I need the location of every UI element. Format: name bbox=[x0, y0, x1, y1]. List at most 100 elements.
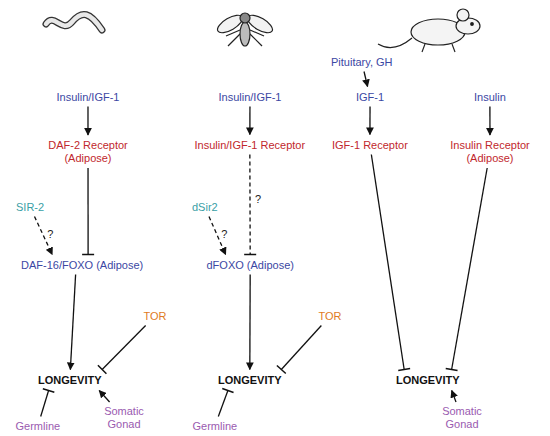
mouse-leg bbox=[422, 44, 425, 52]
pathway-node: TOR bbox=[319, 310, 342, 323]
activation-connector bbox=[99, 391, 109, 403]
connector-line bbox=[99, 391, 109, 403]
node-text: Insulin bbox=[474, 91, 506, 104]
pathway-node: Germline bbox=[193, 420, 238, 433]
connector-line bbox=[102, 326, 145, 370]
pathway-node: Pituitary, GH bbox=[331, 56, 393, 69]
connector-line bbox=[369, 107, 370, 135]
mouse-eye bbox=[471, 23, 474, 26]
outcome-node: LONGEVITY bbox=[218, 374, 282, 387]
connector-line bbox=[70, 275, 75, 370]
inhibition-bar bbox=[398, 369, 410, 371]
mouse-illustration bbox=[378, 9, 480, 52]
connector-line bbox=[87, 107, 88, 136]
pathway-node: TOR bbox=[144, 310, 167, 323]
pathway-node: Insulin/IGF-1 bbox=[57, 91, 120, 104]
inhibition-connector bbox=[446, 168, 487, 371]
node-text: Insulin Receptor (Adipose) bbox=[444, 139, 536, 165]
pathway-node: SIR-2 bbox=[16, 201, 44, 214]
mouse-tail bbox=[378, 38, 412, 47]
inhibition-bar bbox=[446, 368, 458, 370]
node-text: Pituitary, GH bbox=[331, 56, 393, 69]
inhibition-connector bbox=[82, 168, 94, 255]
node-text: TOR bbox=[319, 310, 342, 323]
edge-label: ? bbox=[221, 228, 227, 241]
mouse-leg bbox=[452, 44, 455, 52]
pathway-node: DAF-2 Receptor (Adipose) bbox=[42, 139, 134, 165]
node-text: Somatic Gonad bbox=[99, 405, 149, 431]
activation-connector bbox=[364, 72, 368, 87]
node-text: LONGEVITY bbox=[218, 374, 282, 387]
pathway-node: IGF-1 Receptor bbox=[332, 139, 408, 152]
node-text: Insulin/IGF-1 bbox=[57, 91, 120, 104]
node-text: IGF-1 bbox=[356, 91, 384, 104]
connector-line bbox=[371, 155, 404, 370]
outcome-node: LONGEVITY bbox=[396, 374, 460, 387]
inhibition-bar bbox=[43, 389, 54, 392]
inhibition-connector bbox=[277, 326, 321, 374]
connector-line bbox=[489, 107, 490, 136]
activation-connector bbox=[452, 391, 456, 403]
fly-leg bbox=[228, 34, 240, 46]
pathway-node: Somatic Gonad bbox=[99, 405, 149, 431]
fly-leg bbox=[250, 34, 262, 46]
connector-line bbox=[452, 168, 488, 370]
activation-connector bbox=[369, 107, 370, 135]
node-text: Somatic Gonad bbox=[437, 405, 487, 431]
connector-line bbox=[249, 275, 251, 370]
fly-body bbox=[240, 22, 250, 46]
inhibition-bar bbox=[244, 254, 256, 256]
pathway-node: dFOXO (Adipose) bbox=[207, 259, 294, 272]
activation-connector bbox=[249, 107, 250, 135]
inhibition-connector bbox=[244, 155, 256, 255]
pathway-node: dSir2 bbox=[192, 201, 218, 214]
node-text: Germline bbox=[16, 420, 61, 433]
edge-label: ? bbox=[47, 228, 53, 241]
pathway-node: Germline bbox=[16, 420, 61, 433]
inhibition-bar bbox=[222, 388, 233, 392]
node-text: Germline bbox=[193, 420, 238, 433]
inhibition-bar bbox=[98, 365, 107, 373]
node-text: LONGEVITY bbox=[38, 374, 102, 387]
worm-body bbox=[46, 14, 102, 30]
inhibition-bar bbox=[277, 365, 286, 373]
activation-connector bbox=[489, 107, 490, 136]
pathway-node: Somatic Gonad bbox=[437, 405, 487, 431]
worm-outline bbox=[46, 14, 102, 30]
inhibition-connector bbox=[371, 155, 410, 371]
worm-illustration bbox=[46, 14, 102, 30]
pathway-node: Insulin bbox=[474, 91, 506, 104]
connector-line bbox=[364, 72, 368, 87]
connector-line bbox=[218, 391, 228, 417]
node-text: Insulin/IGF-1 bbox=[219, 91, 282, 104]
fly-illustration bbox=[215, 12, 275, 46]
connector-line bbox=[87, 168, 88, 255]
edge-label: ? bbox=[255, 193, 261, 206]
node-text: dFOXO (Adipose) bbox=[207, 259, 294, 272]
node-text: IGF-1 Receptor bbox=[332, 139, 408, 152]
node-text: LONGEVITY bbox=[396, 374, 460, 387]
activation-connector bbox=[87, 107, 88, 136]
connector-line bbox=[249, 107, 250, 135]
node-text: TOR bbox=[144, 310, 167, 323]
connector-line bbox=[281, 326, 321, 370]
node-text: DAF-16/FOXO (Adipose) bbox=[21, 259, 143, 272]
pathway-node: Insulin/IGF-1 bbox=[219, 91, 282, 104]
connector-layer bbox=[34, 72, 489, 417]
node-text: dSir2 bbox=[192, 201, 218, 214]
pathway-node: DAF-16/FOXO (Adipose) bbox=[21, 259, 143, 272]
mouse-ear bbox=[457, 9, 469, 21]
node-text: Insulin/IGF-1 Receptor bbox=[195, 139, 306, 152]
inhibition-connector bbox=[41, 389, 55, 417]
pathway-node: IGF-1 bbox=[356, 91, 384, 104]
pathway-node: Insulin/IGF-1 Receptor bbox=[195, 139, 306, 152]
inhibition-connector bbox=[218, 388, 233, 416]
activation-connector bbox=[70, 275, 75, 370]
activation-connector bbox=[249, 275, 250, 370]
connector-line bbox=[41, 391, 49, 417]
outcome-node: LONGEVITY bbox=[38, 374, 102, 387]
inhibition-bar bbox=[82, 254, 94, 256]
